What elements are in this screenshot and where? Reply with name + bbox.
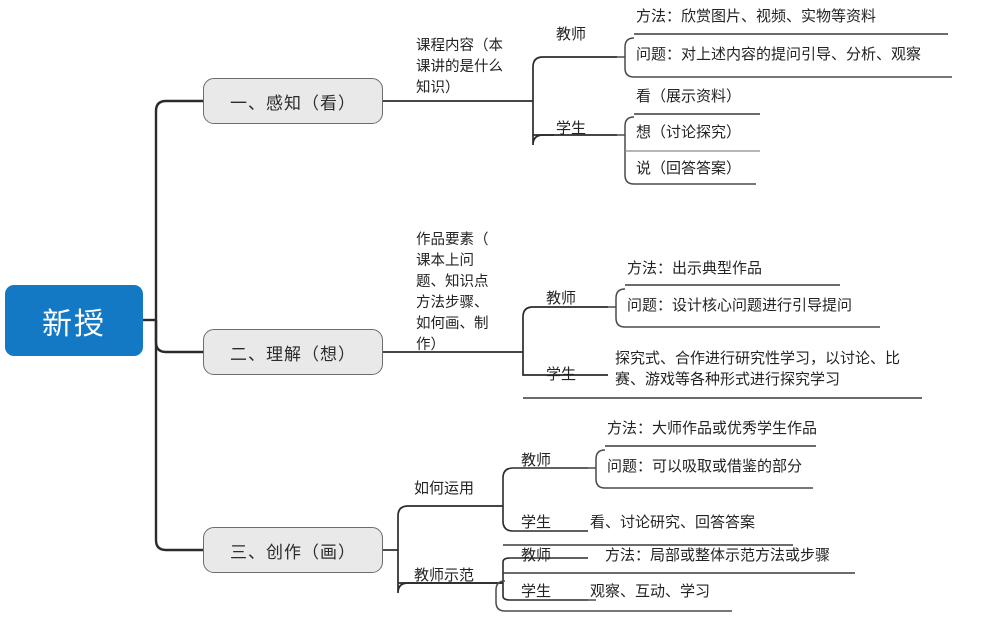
branch-1-group-1-item-2: 问题：对上述内容的提问引导、分析、观察	[636, 45, 922, 63]
branch-node-2[interactable]: 二、理解（想）	[203, 329, 383, 375]
branch-2-group-1-role-label: 教师	[546, 289, 577, 307]
branch-3-sub-2-group-2-role-label: 学生	[521, 582, 552, 600]
branch-3-sub-2-group-1-role-label: 教师	[521, 546, 552, 564]
branch-2-topic-label: 作品要素（ 课本上问 题、知识点 方法步骤、 如何画、制 作）	[416, 232, 489, 353]
branch-3-sub-2-group-1-item-1: 方法：局部或整体示范方法或步骤	[605, 546, 831, 564]
branch-3-sub-1-group-2-role-label: 学生	[521, 513, 552, 531]
branch-3-subtopic-2-label: 教师示范	[414, 566, 475, 584]
branch-1-group-1-role-label: 教师	[556, 25, 587, 43]
branch-3-sub-1-group-1-item-2: 问题：可以吸取或借鉴的部分	[607, 457, 803, 475]
branch-2-group-1-item-2: 问题：设计核心问题进行引导提问	[627, 296, 853, 314]
branch-1-group-2-role-label: 学生	[556, 119, 587, 137]
branch-1-group-2-item-2: 想（讨论探究）	[636, 123, 742, 141]
branch-3-sub-2-group-2-item-1: 观察、互动、学习	[590, 582, 711, 600]
branch-2-group-2-role-label: 学生	[546, 365, 577, 383]
branch-3-sub-1-group-1-item-1: 方法：大师作品或优秀学生作品	[607, 419, 818, 437]
branch-node-1[interactable]: 一、感知（看）	[203, 78, 383, 124]
branch-2-group-2-item-1: 探究式、合作进行研究性学习，以讨论、比 赛、游戏等各种形式进行探究学习	[615, 349, 901, 388]
branch-1-group-1-item-1: 方法：欣赏图片、视频、实物等资料	[636, 7, 877, 25]
branch-3-sub-1-group-2-item-1: 看、讨论研究、回答答案	[590, 513, 756, 531]
branch-2-group-1-item-1: 方法：出示典型作品	[627, 259, 763, 277]
branch-node-3[interactable]: 三、创作（画）	[203, 527, 383, 573]
branch-1-topic-label: 课程内容（本 课讲的是什么 知识）	[416, 38, 503, 96]
root-node[interactable]: 新授	[5, 285, 143, 356]
branch-1-group-2-item-3: 说（回答答案）	[636, 159, 742, 177]
branch-1-group-2-item-1: 看（展示资料）	[636, 87, 742, 105]
branch-3-sub-1-group-1-role-label: 教师	[521, 451, 552, 469]
branch-3-subtopic-1-label: 如何运用	[414, 479, 475, 497]
